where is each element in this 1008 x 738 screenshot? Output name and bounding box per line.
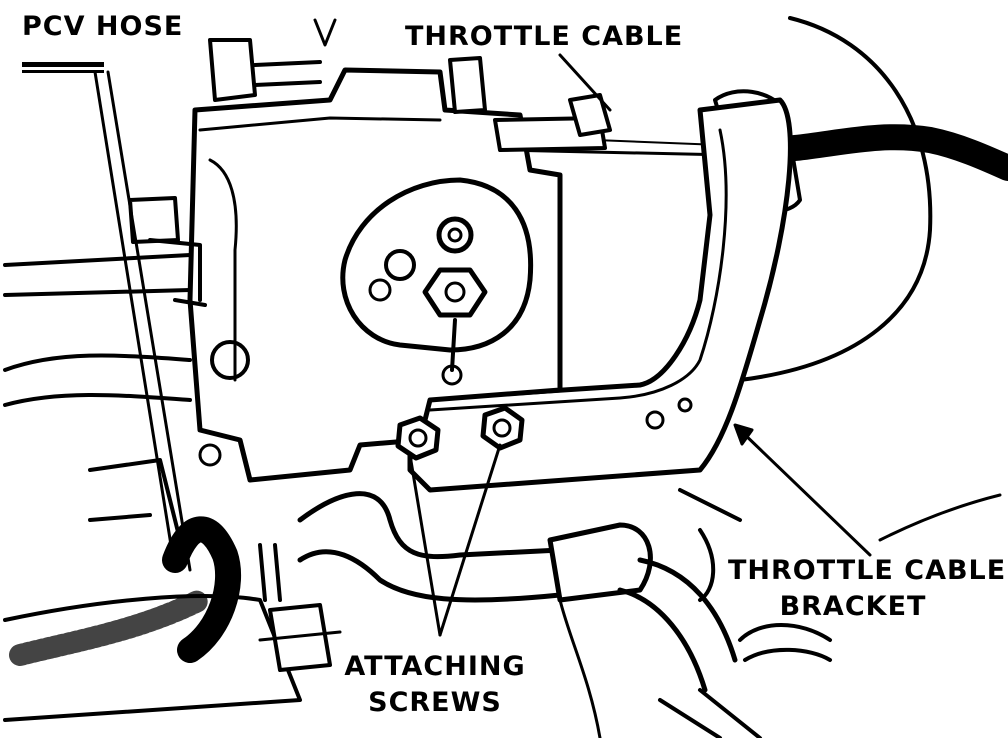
top-fitting-tube: [253, 60, 322, 87]
throttle-cable-leader: [558, 53, 612, 112]
lever-stud: [436, 216, 474, 254]
label-attaching-screws-line1: ATTACHING: [344, 651, 526, 682]
screws-leader-right: [438, 443, 502, 637]
pcv-hose-leader-2: [106, 70, 192, 572]
label-pcv-hose: PCV HOSE: [22, 11, 184, 42]
pcv-hose-underline: [22, 62, 104, 67]
lower-base: [3, 594, 302, 722]
bracket-label-swoosh: [878, 493, 1002, 542]
carb-boss-1: [210, 340, 250, 380]
label-throttle-cable: THROTTLE CABLE: [405, 21, 684, 52]
pcv-hose-speckle: [9, 589, 211, 666]
lever-link-end: [441, 364, 463, 386]
lower-left-housing: [88, 458, 187, 562]
label-attaching-screws-line2: SCREWS: [368, 687, 502, 718]
spark-plug-wire: [558, 598, 602, 738]
bracket-lower-flange: [678, 488, 742, 602]
carb-boss-2: [198, 443, 222, 467]
throttle-cable-bracket: [407, 97, 793, 493]
left-stud: [258, 543, 282, 602]
lower-bolt-flange: [258, 630, 342, 642]
attaching-screw-right-head: [492, 418, 512, 438]
left-manifold-upper: [3, 253, 192, 297]
left-bracket: [148, 238, 207, 307]
lever-hex-nut-center: [444, 281, 466, 303]
lever-hex-nut: [422, 267, 488, 318]
throttle-lever-plate: [340, 177, 534, 353]
vacuum-hose-right: [637, 557, 738, 663]
cable-retainer: [568, 93, 612, 137]
label-throttle-cable-bracket: THROTTLE CABLE BRACKET: [728, 555, 1007, 622]
label-attaching-screws: ATTACHING SCREWS: [340, 652, 530, 718]
bracket-leader: [738, 428, 872, 557]
label-throttle-cable-bracket-line2: BRACKET: [779, 591, 927, 622]
vacuum-hose-elbow: [547, 522, 653, 603]
carb-top-ridge: [198, 116, 442, 132]
hose-clamp-bottom: [738, 623, 832, 662]
attaching-screw-left: [395, 415, 441, 461]
throttle-cable-sheath: [747, 124, 1008, 181]
bracket-hole-1: [645, 410, 665, 430]
pcv-hose-leader: [93, 70, 177, 572]
screws-leader-left: [408, 453, 442, 637]
carb-left-face: [208, 158, 238, 382]
bracket-leader-arrow: [733, 423, 754, 446]
attaching-screw-left-head: [408, 428, 428, 448]
pcv-hose-underline-2: [22, 70, 104, 73]
top-clip: [313, 18, 337, 47]
label-throttle-cable-bracket-line1: THROTTLE CABLE: [728, 555, 1007, 586]
bracket-inner-edge: [428, 128, 728, 412]
vacuum-hose-right-2: [617, 587, 708, 693]
lever-stud-inner: [447, 227, 463, 243]
top-fitting-left: [208, 38, 257, 102]
pcv-hose: [162, 516, 242, 663]
attaching-screw-right: [480, 405, 525, 451]
vacuum-hose-main: [297, 491, 563, 560]
lever-hole-1: [384, 249, 416, 281]
left-manifold-lower: [3, 353, 192, 407]
left-bolt-post: [128, 196, 180, 244]
lever-link-rod: [450, 318, 457, 372]
lever-hole-2: [368, 278, 392, 302]
air-cleaner-outline: [738, 16, 933, 382]
top-stud: [448, 56, 487, 114]
bracket-hole-2: [677, 397, 693, 413]
bottom-right-pipe: [658, 688, 762, 738]
vacuum-hose-main-lower: [297, 549, 563, 603]
